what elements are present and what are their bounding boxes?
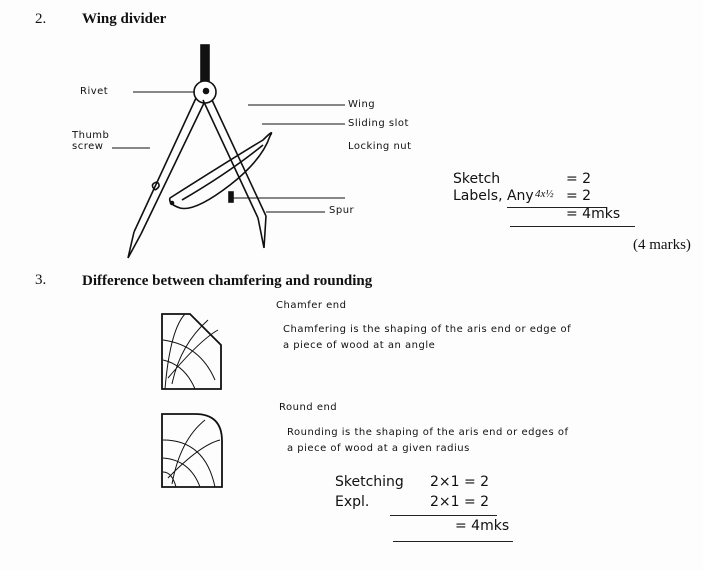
marking-labels-fraction: 4x½	[535, 188, 554, 200]
question-title: Difference between chamfering and roundi…	[82, 273, 373, 289]
chamfer-definition-2: a piece of wood at an angle	[283, 340, 436, 351]
chamfer-title: Chamfer end	[276, 300, 347, 311]
label-thumb-screw: Thumb	[72, 130, 110, 141]
marks-allocation: (4 marks)	[633, 237, 691, 253]
marking-sketching-value: 2×1 = 2	[430, 474, 490, 490]
label-rivet: Rivet	[80, 86, 109, 97]
marking-labels: Labels, Any	[453, 188, 534, 204]
question-number: 3.	[35, 272, 47, 288]
marking-sketch-value: = 2	[566, 171, 592, 187]
label-thumb-screw-2: screw	[72, 141, 104, 152]
marking-labels-value: = 2	[566, 188, 592, 204]
chamfer-definition: Chamfering is the shaping of the aris en…	[283, 324, 572, 335]
question-title: Wing divider	[82, 11, 167, 27]
marking-expl-value: 2×1 = 2	[430, 494, 490, 510]
marking-expl: Expl.	[335, 494, 370, 510]
marking-total: = 4mks	[455, 518, 510, 534]
marking-sketch: Sketch	[453, 171, 501, 187]
label-sliding-slot: Sliding slot	[348, 118, 409, 129]
label-spur: Spur	[329, 205, 355, 216]
label-locking-nut: Locking nut	[348, 141, 412, 152]
round-title: Round end	[279, 402, 338, 413]
round-definition: Rounding is the shaping of the aris end …	[287, 427, 569, 438]
round-definition-2: a piece of wood at a given radius	[287, 443, 470, 454]
question-number: 2.	[35, 11, 47, 27]
marking-sketching: Sketching	[335, 474, 404, 490]
label-wing: Wing	[348, 99, 376, 110]
marking-total: = 4mks	[566, 206, 621, 222]
